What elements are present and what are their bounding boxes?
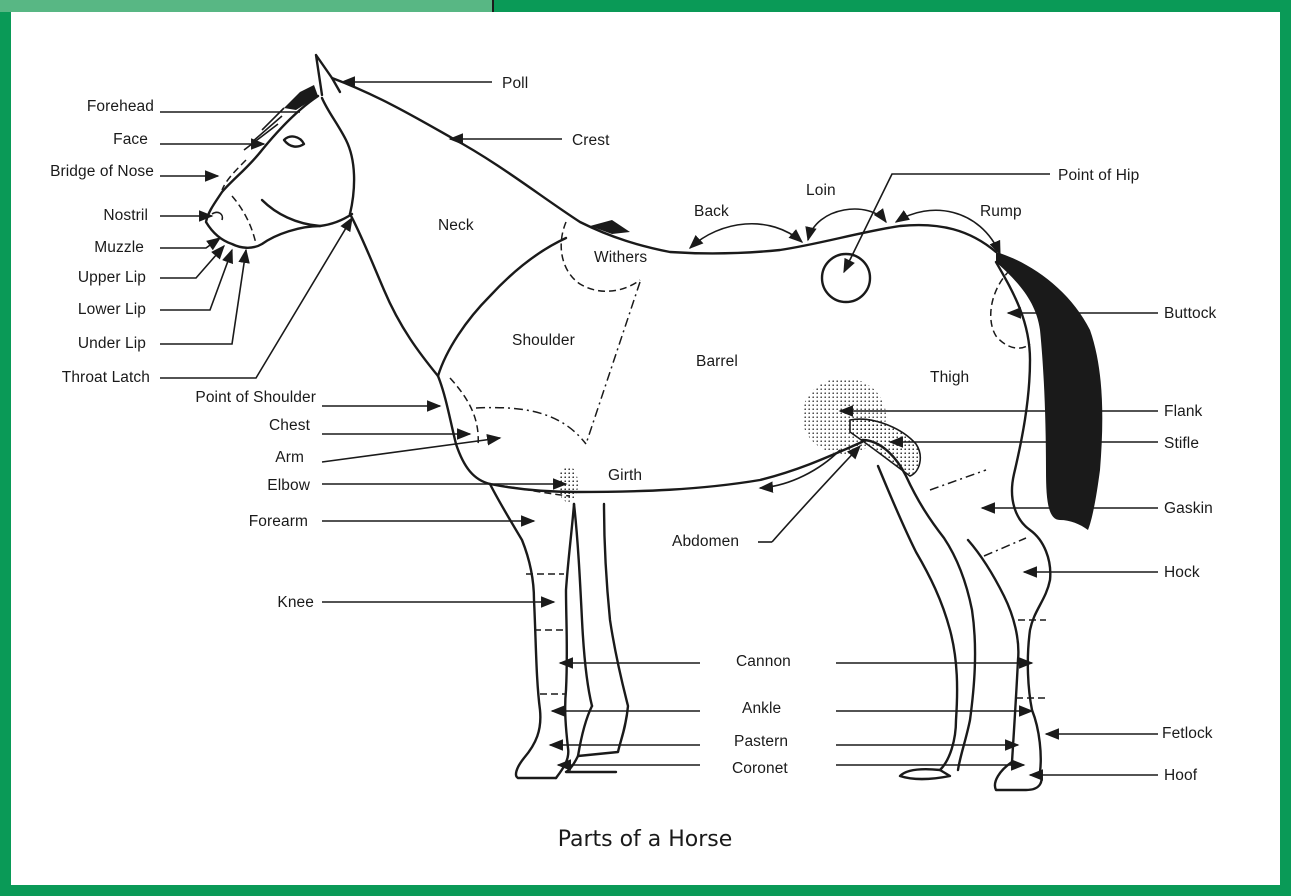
label-stifle: Stifle	[1164, 435, 1199, 452]
label-face: Face	[113, 131, 148, 148]
label-bridge-of-nose: Bridge of Nose	[50, 163, 154, 180]
label-poll: Poll	[502, 75, 528, 92]
label-nostril: Nostril	[103, 207, 148, 224]
label-muzzle: Muzzle	[94, 239, 144, 256]
label-arm: Arm	[275, 449, 304, 466]
horse-outline	[206, 55, 1102, 790]
label-coronet: Coronet	[732, 760, 788, 777]
label-hoof: Hoof	[1164, 767, 1198, 784]
label-girth: Girth	[608, 467, 642, 484]
label-abdomen: Abdomen	[672, 533, 739, 550]
label-elbow: Elbow	[267, 477, 310, 494]
label-pastern: Pastern	[734, 733, 788, 750]
label-back: Back	[694, 203, 729, 220]
label-shoulder: Shoulder	[512, 332, 575, 349]
label-upper-lip: Upper Lip	[78, 269, 146, 286]
diagram-caption: Parts of a Horse	[558, 827, 733, 852]
label-cannon: Cannon	[736, 653, 791, 670]
label-withers: Withers	[594, 249, 647, 266]
label-gaskin: Gaskin	[1164, 500, 1213, 517]
label-buttock: Buttock	[1164, 305, 1217, 322]
label-lower-lip: Lower Lip	[78, 301, 146, 318]
label-forearm: Forearm	[249, 513, 308, 530]
label-knee: Knee	[277, 594, 314, 611]
label-under-lip: Under Lip	[78, 335, 146, 352]
label-point-of-shoulder: Point of Shoulder	[195, 389, 316, 406]
label-flank: Flank	[1164, 403, 1203, 420]
label-rump: Rump	[980, 203, 1022, 220]
label-forehead: Forehead	[87, 98, 154, 115]
label-ankle: Ankle	[742, 700, 781, 717]
label-hock: Hock	[1164, 564, 1200, 581]
label-throat-latch: Throat Latch	[62, 369, 150, 386]
label-neck: Neck	[438, 217, 474, 234]
label-chest: Chest	[269, 417, 311, 434]
label-crest: Crest	[572, 132, 610, 149]
label-point-of-hip: Point of Hip	[1058, 167, 1139, 184]
label-thigh: Thigh	[930, 369, 969, 386]
label-fetlock: Fetlock	[1162, 725, 1213, 742]
label-loin: Loin	[806, 182, 836, 199]
part-labels: Poll Crest Forehead Face Bridge of Nose …	[50, 75, 1216, 784]
label-barrel: Barrel	[696, 353, 738, 370]
